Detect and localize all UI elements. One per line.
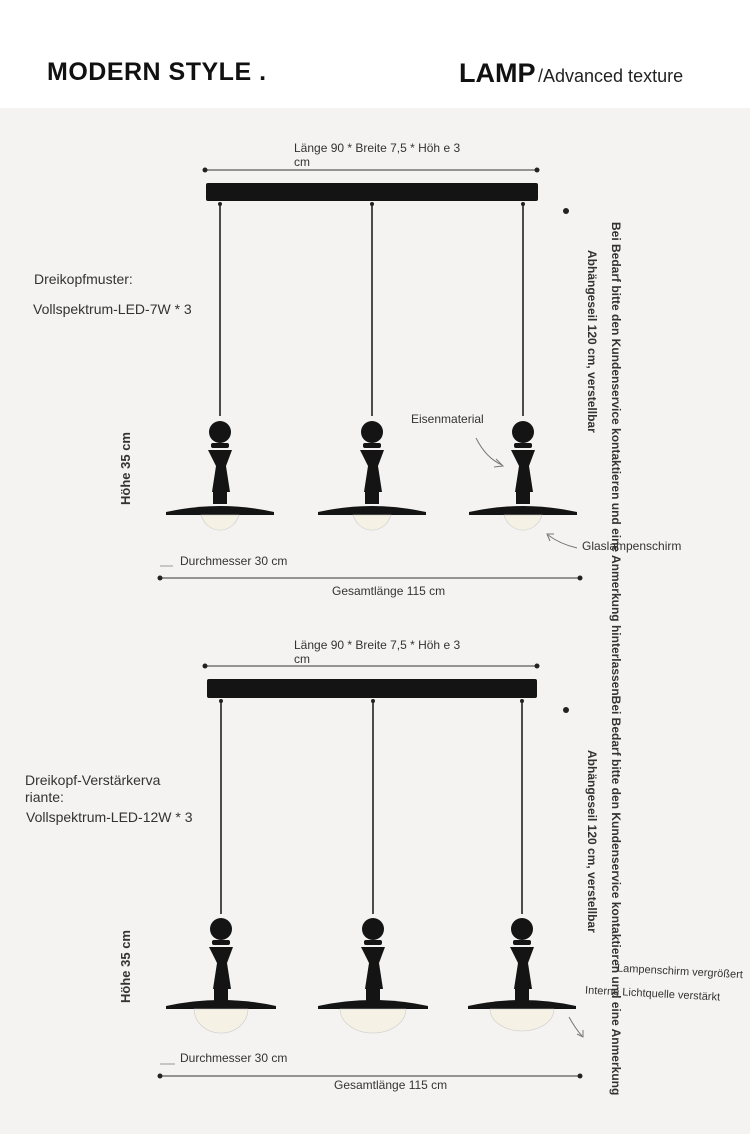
brand-title: MODERN STYLE . <box>47 58 267 86</box>
panel-three-head: Länge 90 * Breite 7,5 * Höh e 3 cm Dreik… <box>0 108 750 634</box>
lamp-illustration-1 <box>157 167 583 581</box>
height-label: Höhe 35 cm <box>118 930 133 1003</box>
glass-shade-label: Glaslampenschirm <box>582 539 682 553</box>
lamp-head-3 <box>469 421 577 515</box>
height-text: Höhe 35 cm <box>118 432 133 505</box>
lamp-title: LAMP <box>459 58 536 88</box>
diameter-label: Durchmesser 30 cm <box>180 1051 288 1065</box>
total-length-label: Gesamtlänge 115 cm <box>332 584 446 598</box>
lamp-head-4 <box>166 918 276 1009</box>
model-title: Dreikopfmuster: <box>34 271 133 287</box>
model-title: Dreikopf-Verstärkerva riante: <box>25 772 161 805</box>
lamp-head-2 <box>318 421 426 515</box>
panel-three-head-enhanced: Länge 90 * Breite 7,5 * Höh e 3 cm Dreik… <box>0 604 750 1134</box>
lamp-head-1 <box>166 421 274 515</box>
material-label: Eisenmaterial <box>411 412 484 426</box>
total-length-label: Gesamtlänge 115 cm <box>334 1078 448 1092</box>
service-note-clip: Bei Bedarf bitte den Kundenservice konta… <box>606 222 628 1134</box>
wire-note: Abhängeseil 120 cm, verstellbar <box>585 750 599 933</box>
lamp-illustration-2 <box>157 663 584 1079</box>
model-spec: Vollspektrum-LED-12W * 3 <box>26 809 193 825</box>
lamp-head-5 <box>318 918 428 1009</box>
wire-note: Abhängeseil 120 cm, verstellbar <box>585 250 599 433</box>
header-banner: MODERN STYLE . LAMP /Advanced texture <box>0 0 750 108</box>
dimension-top-label: Länge 90 * Breite 7,5 * Höh e 3 cm <box>294 141 461 169</box>
lamp-subtitle: /Advanced texture <box>538 66 684 86</box>
height-label: Höhe 35 cm <box>118 432 133 505</box>
dimension-top-label: Länge 90 * Breite 7,5 * Höh e 3 cm <box>294 638 461 666</box>
height-text: Höhe 35 cm <box>118 930 133 1003</box>
lamp-head-6 <box>468 918 576 1009</box>
service-note: Bei Bedarf bitte den Kundenservice konta… <box>609 222 623 1096</box>
model-spec: Vollspektrum-LED-7W * 3 <box>33 301 192 317</box>
diameter-label: Durchmesser 30 cm <box>180 554 288 568</box>
